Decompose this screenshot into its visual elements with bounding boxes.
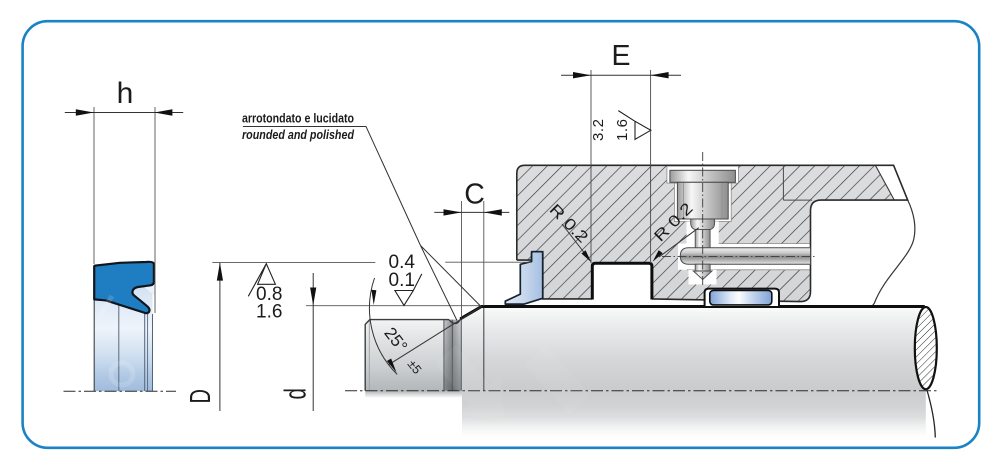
svg-text:arrotondato e lucidato: arrotondato e lucidato bbox=[242, 111, 354, 126]
svg-text:C: C bbox=[464, 179, 485, 211]
svg-text:E: E bbox=[611, 40, 630, 72]
svg-text:0.1: 0.1 bbox=[389, 270, 415, 291]
svg-text:d: d bbox=[277, 388, 312, 399]
svg-text:0.4: 0.4 bbox=[389, 252, 416, 273]
svg-text:0.8: 0.8 bbox=[256, 284, 282, 305]
svg-text:rounded and polished: rounded and polished bbox=[242, 127, 355, 142]
svg-text:±5: ±5 bbox=[405, 357, 425, 377]
svg-text:1.6: 1.6 bbox=[614, 119, 631, 141]
svg-text:1.6: 1.6 bbox=[256, 302, 282, 323]
svg-text:h: h bbox=[117, 77, 134, 110]
svg-text:D: D bbox=[186, 389, 217, 403]
svg-text:3.2: 3.2 bbox=[590, 119, 607, 141]
